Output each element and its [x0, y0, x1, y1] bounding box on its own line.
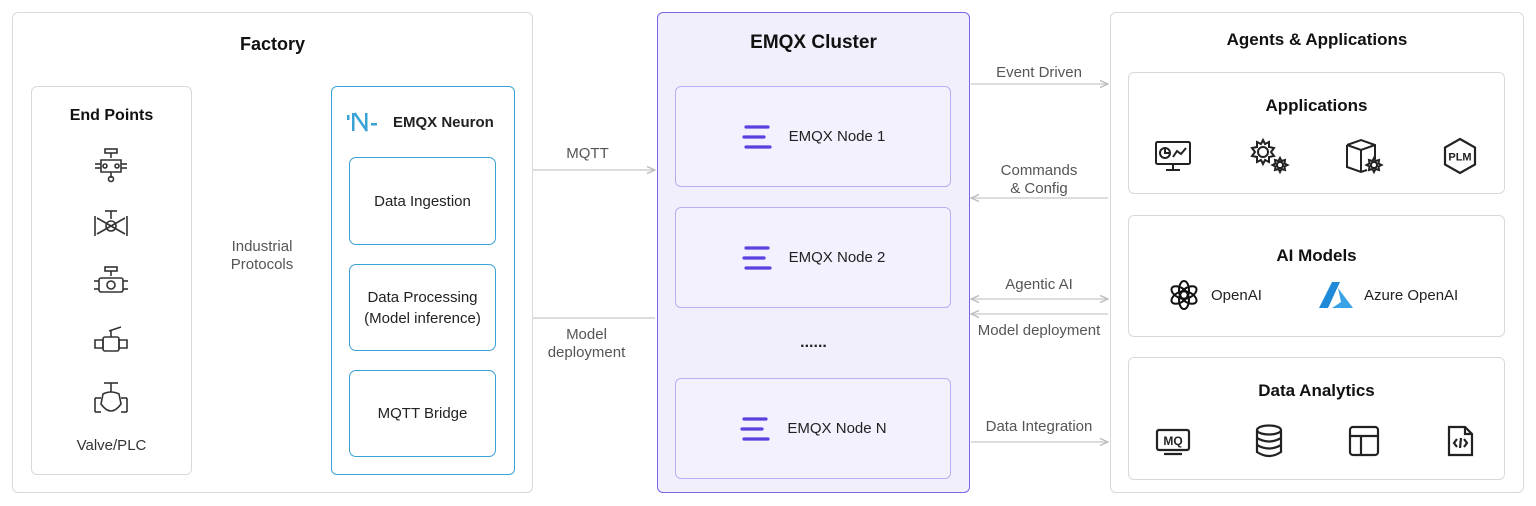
mq-icon-label: MQ	[1163, 434, 1182, 448]
industrial-protocols-label: Industrial Protocols	[230, 238, 294, 273]
openai-label: OpenAI	[1211, 286, 1262, 304]
endpoints-footer: Valve/PLC	[76, 437, 147, 454]
plm-icon: PLM	[1439, 135, 1481, 177]
emqx-node-icon	[741, 124, 773, 150]
table-icon	[1344, 423, 1384, 459]
node-2-label: EMQX Node 2	[788, 249, 886, 266]
commands-config-label: Commands & Config	[1000, 162, 1078, 197]
emqx-node-2: EMQX Node 2	[675, 207, 951, 308]
package-gear-icon	[1342, 136, 1386, 176]
azure-icon	[1318, 280, 1354, 310]
neuron-logo-icon	[345, 111, 381, 133]
agents-title: Agents & Applications	[1226, 30, 1408, 49]
node-n-label: EMQX Node N	[787, 420, 887, 437]
ai-models-panel	[1128, 215, 1505, 337]
module-data-processing: Data Processing (Model inference)	[349, 264, 496, 351]
module-data-ingestion: Data Ingestion	[349, 157, 496, 245]
applications-panel	[1128, 72, 1505, 194]
agentic-ai-label: Agentic AI	[1005, 276, 1073, 293]
nodes-ellipsis: ......	[800, 334, 827, 351]
applications-title: Applications	[1265, 96, 1368, 115]
model-deployment-left-label: Model deployment	[547, 326, 626, 361]
cluster-title: EMQX Cluster	[750, 32, 877, 53]
node-1-label: EMQX Node 1	[788, 128, 886, 145]
azure-openai-item: Azure OpenAI	[1318, 279, 1458, 311]
model-deployment-right-label: Model deployment	[977, 322, 1101, 339]
emqx-node-icon	[741, 245, 773, 271]
neuron-title: EMQX Neuron	[393, 113, 494, 131]
module-mqtt-bridge: MQTT Bridge	[349, 370, 496, 457]
openai-icon	[1167, 278, 1201, 312]
plm-icon-label: PLM	[1448, 152, 1471, 164]
endpoints-title: End Points	[69, 107, 154, 124]
data-integration-label: Data Integration	[985, 418, 1093, 435]
azure-openai-label: Azure OpenAI	[1364, 286, 1459, 304]
factory-title: Factory	[239, 34, 306, 54]
emqx-node-n: EMQX Node N	[675, 378, 951, 479]
butterfly-valve-icon	[86, 203, 136, 243]
message-queue-icon: MQ	[1153, 424, 1193, 458]
event-driven-label: Event Driven	[996, 64, 1082, 81]
code-file-icon	[1441, 422, 1479, 460]
emqx-node-icon	[739, 416, 771, 442]
openai-item: OpenAI	[1167, 278, 1262, 312]
ball-valve-icon	[86, 320, 136, 360]
gears-icon	[1246, 136, 1292, 176]
mqtt-label: MQTT	[566, 145, 609, 162]
ai-models-title: AI Models	[1276, 246, 1357, 265]
data-analytics-panel	[1128, 357, 1505, 480]
monitor-dashboard-icon	[1152, 138, 1194, 174]
pipe-valve-icon	[86, 145, 136, 185]
data-analytics-title: Data Analytics	[1258, 381, 1375, 400]
gear-valve-icon	[86, 262, 136, 302]
neuron-header: EMQX Neuron	[345, 110, 510, 134]
emqx-node-1: EMQX Node 1	[675, 86, 951, 187]
database-icon	[1250, 422, 1288, 460]
gate-valve-icon	[86, 378, 136, 422]
